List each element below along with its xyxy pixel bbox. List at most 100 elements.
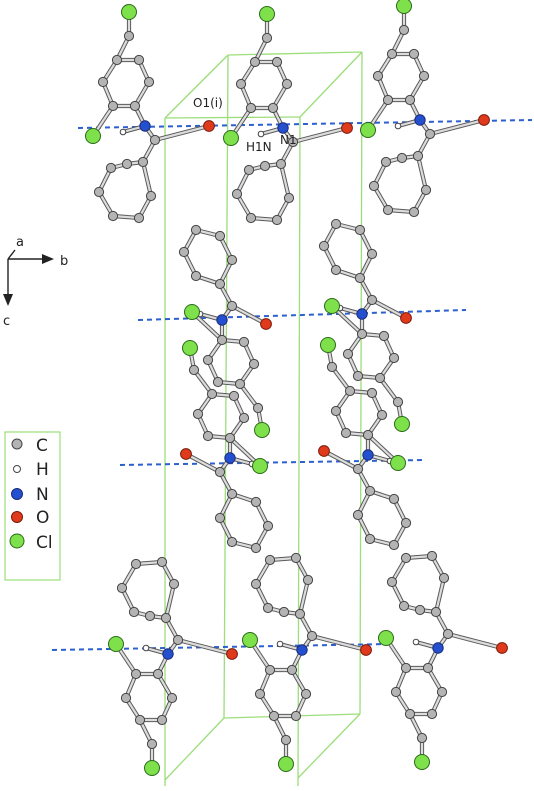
atom-c: [105, 162, 117, 174]
atom-c: [267, 102, 279, 114]
atom-c: [93, 186, 105, 198]
atom-c: [290, 552, 302, 564]
bond-highlight: [428, 118, 486, 136]
atom-c: [287, 136, 299, 148]
atom-c: [364, 485, 376, 497]
atom-cl: [390, 455, 406, 471]
atom-o: [478, 114, 490, 126]
atom-c: [430, 606, 442, 618]
molecule: [242, 552, 372, 772]
atom-c: [249, 56, 261, 68]
axis-label-c: c: [3, 314, 10, 329]
atom-c: [248, 358, 260, 370]
atom-c: [386, 48, 398, 60]
cell-edge: [299, 51, 363, 118]
bond-highlight: [291, 126, 349, 144]
label-o1i: O1(i): [193, 96, 223, 110]
atom-c: [133, 54, 145, 66]
atom-o: [203, 120, 215, 132]
atom-c: [226, 488, 238, 500]
atom-c: [366, 387, 378, 399]
molecules: [85, 0, 508, 776]
atom-c: [214, 278, 226, 290]
atom-c: [152, 668, 164, 680]
atom-c: [137, 156, 149, 168]
atom-c: [149, 134, 161, 146]
atom-c: [190, 224, 202, 236]
label-n1: N1: [280, 133, 297, 147]
atom-c: [166, 692, 178, 704]
bond-highlight: [434, 576, 446, 614]
atom-c: [388, 493, 400, 505]
atom-c: [252, 402, 264, 414]
legend-label-c: C: [36, 436, 48, 456]
atom-c: [300, 688, 312, 700]
atom-c: [436, 686, 448, 698]
atom-cl: [259, 6, 275, 22]
atom-c: [378, 330, 390, 342]
atom-c: [262, 520, 274, 532]
atom-c: [380, 156, 392, 168]
atom-c: [420, 184, 432, 196]
atom-c: [396, 152, 408, 164]
atom-c: [306, 630, 318, 642]
atom-o: [496, 642, 508, 654]
atom-c: [254, 688, 266, 700]
bond-highlight: [153, 124, 211, 142]
atom-h: [257, 130, 265, 138]
atom-c: [352, 463, 364, 475]
atom-o: [341, 122, 353, 134]
atom-c: [400, 662, 412, 674]
axis-triad: a b c: [3, 235, 68, 329]
atom-c: [382, 204, 394, 216]
atom-c: [264, 554, 276, 566]
atom-c: [214, 512, 226, 524]
atom-c: [426, 708, 438, 720]
atom-o: [260, 318, 272, 330]
atom-c: [275, 158, 287, 170]
atom-c: [144, 610, 156, 622]
atom-cl: [360, 122, 376, 138]
atom-c: [168, 578, 180, 590]
atom-cl: [278, 756, 294, 772]
atom-c: [398, 24, 410, 36]
atom-c: [330, 405, 342, 417]
atom-c: [290, 710, 302, 722]
atom-cl: [324, 298, 340, 314]
atom-n: [356, 308, 368, 320]
atom-c: [414, 604, 426, 616]
atom-c: [294, 608, 306, 620]
cell-edge: [164, 54, 229, 119]
legend-swatch-c: [11, 438, 23, 450]
atom-c: [224, 432, 236, 444]
hydrogen-bond-line: [119, 459, 426, 466]
atom-c: [426, 550, 438, 562]
atom-o: [180, 448, 192, 460]
bond-highlight: [322, 449, 360, 471]
atom-c: [238, 336, 250, 348]
bond-highlight: [164, 582, 176, 620]
legend-swatch-cl: [9, 533, 25, 549]
atom-c: [390, 686, 402, 698]
atom-n: [224, 452, 236, 464]
legend-swatch-n: [11, 488, 23, 500]
atom-c: [216, 334, 228, 346]
atom-c: [424, 128, 436, 140]
molecule: [108, 556, 238, 776]
atom-n: [414, 114, 426, 126]
atom-c: [134, 714, 146, 726]
atom-c: [376, 409, 388, 421]
atom-c: [271, 56, 283, 68]
atom-c: [129, 100, 141, 112]
molecule: [85, 4, 215, 224]
atom-c: [262, 602, 274, 614]
atom-c: [190, 270, 202, 282]
atom-c: [302, 574, 314, 586]
atom-c: [400, 517, 412, 529]
atom-c: [143, 76, 155, 88]
atom-c: [231, 188, 243, 200]
axis-label-a: a: [16, 235, 24, 250]
atom-c: [438, 572, 450, 584]
atom-c: [259, 160, 271, 172]
